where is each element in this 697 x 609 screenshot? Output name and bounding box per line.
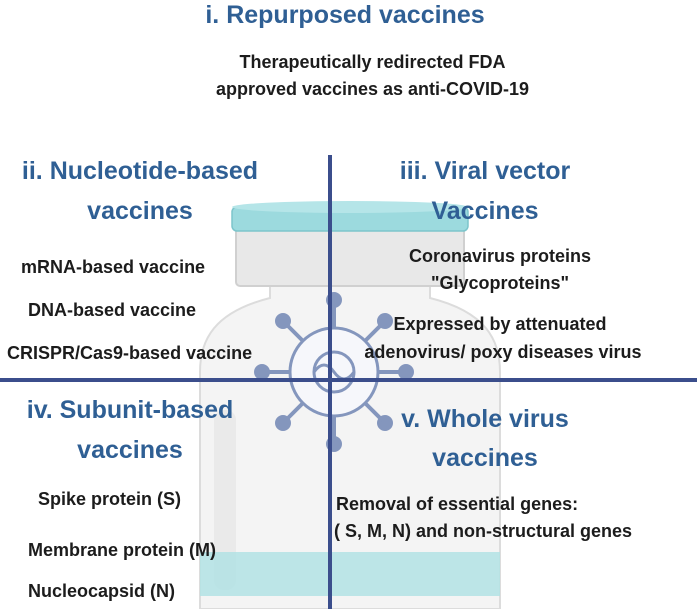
viral-vector-line-1: Coronavirus proteins	[408, 246, 592, 266]
viral-vector-title-line-2: Vaccines	[431, 197, 539, 225]
viral-vector-line-4: adenovirus/ poxy diseases virus	[364, 342, 642, 362]
whole-virus-title-line-2: vaccines	[432, 444, 538, 472]
repurposed-line-1: Therapeutically redirected FDA	[239, 52, 506, 72]
whole-virus-line-1: Removal of essential genes:	[336, 494, 579, 514]
subunit-item-membrane: Membrane protein (M)	[28, 540, 217, 560]
nucleotide-title-line-2: vaccines	[87, 197, 193, 225]
viral-vector-line-2: "Glycoproteins"	[430, 273, 570, 293]
subunit-title-line-2: vaccines	[77, 436, 183, 464]
whole-virus-title-line-1: v. Whole virus	[401, 405, 569, 433]
nucleotide-title-line-1: ii. Nucleotide-based	[21, 157, 259, 185]
subunit-item-spike: Spike protein (S)	[38, 489, 182, 509]
viral-vector-title-line-1: iii. Viral vector	[399, 157, 571, 185]
whole-virus-line-2: ( S, M, N) and non-structural genes	[334, 521, 633, 541]
nucleotide-item-dna: DNA-based vaccine	[28, 300, 197, 320]
repurposed-title: i. Repurposed vaccines	[205, 1, 485, 29]
subunit-title-line-1: iv. Subunit-based	[26, 396, 234, 424]
viral-vector-line-3: Expressed by attenuated	[393, 314, 607, 334]
nucleotide-item-mrna: mRNA-based vaccine	[21, 257, 206, 277]
repurposed-line-2: approved vaccines as anti-COVID-19	[215, 79, 530, 99]
nucleotide-item-crispr: CRISPR/Cas9-based vaccine	[7, 343, 253, 363]
subunit-item-nucleocapsid: Nucleocapsid (N)	[28, 581, 176, 601]
vaccine-vial-icon	[199, 201, 501, 609]
